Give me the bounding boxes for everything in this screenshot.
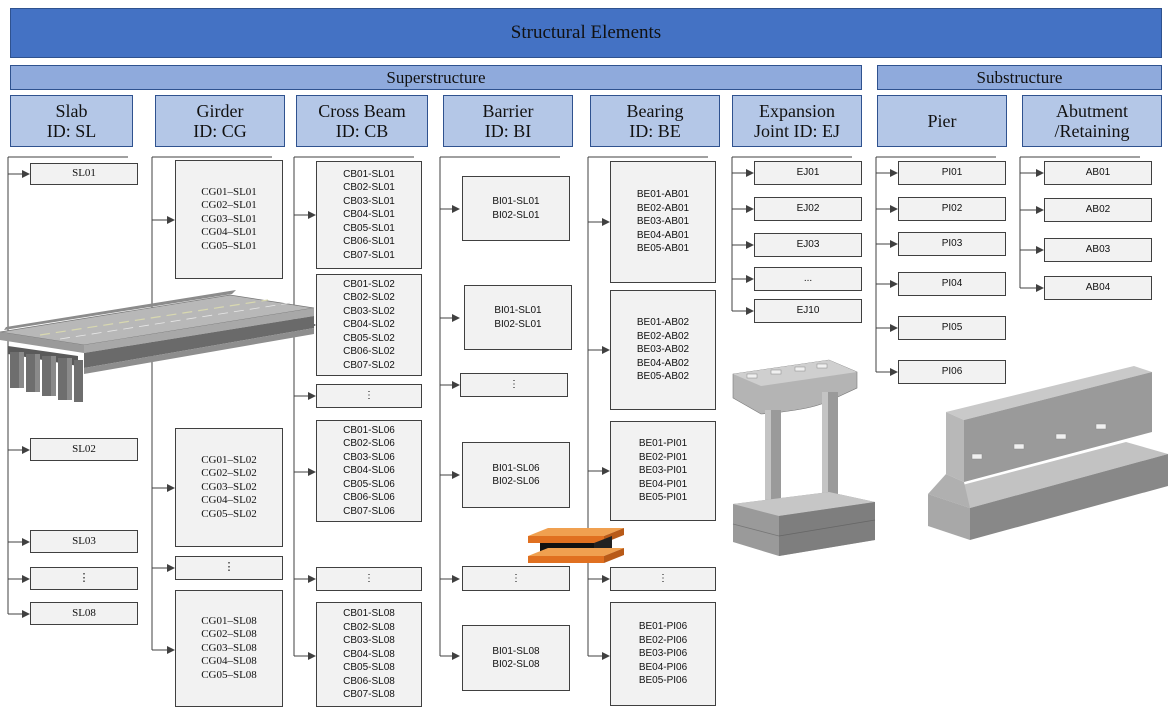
slab-item: SL02 [30, 438, 138, 461]
superstructure-header: Superstructure [10, 65, 862, 90]
slab-item: SL08 [30, 602, 138, 625]
category-slab: Slab ID: SL [10, 95, 133, 147]
barrier-ellipsis: ⋮ [460, 373, 568, 397]
abutment-item: AB01 [1044, 161, 1152, 185]
expansion-item: ... [754, 267, 862, 291]
category-crossbeam: Cross Beam ID: CB [296, 95, 428, 147]
crossbeam-ellipsis: ⋮ [316, 567, 422, 591]
slab-girder-illustration [0, 290, 315, 402]
expansion-item: EJ03 [754, 233, 862, 257]
category-barrier: Barrier ID: BI [443, 95, 573, 147]
abutment-item: AB04 [1044, 276, 1152, 300]
pier-item: PI01 [898, 161, 1006, 185]
bearing-ellipsis: ⋮ [610, 567, 716, 591]
category-bearing: Bearing ID: BE [590, 95, 720, 147]
substructure-header: Substructure [877, 65, 1162, 90]
expansion-item: EJ01 [754, 161, 862, 185]
expansion-item: EJ02 [754, 197, 862, 221]
crossbeam-ellipsis: ⋮ [316, 384, 422, 408]
category-expansion-joint: Expansion Joint ID: EJ [732, 95, 862, 147]
category-pier: Pier [877, 95, 1007, 147]
barrier-ellipsis: ⋮ [462, 566, 570, 591]
slab-item: SL03 [30, 530, 138, 553]
pier-illustration [732, 359, 876, 556]
pier-item: PI03 [898, 232, 1006, 256]
bearing-illustration [528, 528, 624, 563]
abutment-illustration [928, 366, 1168, 540]
page-title: Structural Elements [10, 8, 1162, 58]
expansion-item: EJ10 [754, 299, 862, 323]
slab-ellipsis: ⋮ [30, 567, 138, 590]
category-abutment: Abutment /Retaining [1022, 95, 1162, 147]
pier-item: PI05 [898, 316, 1006, 340]
pier-item: PI06 [898, 360, 1006, 384]
abutment-item: AB02 [1044, 198, 1152, 222]
pier-item: PI02 [898, 197, 1006, 221]
girder-ellipsis: ⋮ [175, 556, 283, 580]
category-girder: Girder ID: CG [155, 95, 285, 147]
pier-item: PI04 [898, 272, 1006, 296]
slab-item: SL01 [30, 163, 138, 185]
abutment-item: AB03 [1044, 238, 1152, 262]
